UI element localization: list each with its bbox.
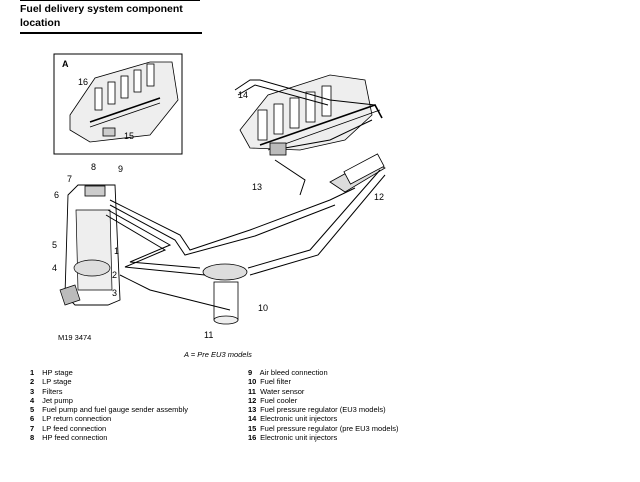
legend-item: 9 Air bleed connection [248, 368, 328, 377]
callout-13: 13 [252, 182, 262, 192]
callout-11: 11 [204, 330, 213, 340]
fuel-lines [105, 79, 386, 311]
legend-item: 7 LP feed connection [30, 423, 107, 433]
legend-right: 9 Air bleed connection 10 Fuel filter 11… [248, 368, 399, 442]
engine-injector-assembly [239, 74, 383, 156]
legend-item: 1 HP stage [30, 368, 73, 377]
callout-6: 6 [54, 190, 59, 200]
legend-item: 13 Fuel pressure regulator (EU3 models) [248, 405, 386, 415]
title-block: Fuel delivery system component location [20, 2, 200, 30]
legend-item: 12 Fuel cooler [248, 395, 298, 405]
callout-3: 3 [112, 288, 117, 298]
legend-item: 11 Water sensor [248, 386, 305, 396]
title-underline [20, 32, 202, 34]
pressure-regulator [269, 142, 287, 156]
legend-item: 4 Jet pump [30, 395, 73, 405]
legend-item: 8 HP feed connection [30, 433, 108, 443]
callout-5: 5 [52, 240, 57, 250]
callout-8: 8 [91, 162, 96, 172]
legend-item: 5 Fuel pump and fuel gauge sender assemb… [30, 405, 189, 415]
callout-2: 2 [112, 270, 117, 280]
diagram-caption: A = Pre EU3 models [184, 350, 252, 359]
callout-4: 4 [52, 263, 57, 273]
title-top-rule [20, 0, 200, 1]
callout-12: 12 [374, 192, 384, 202]
callouts: 1 2 3 4 5 6 7 8 9 10 11 12 13 14 15 16 [52, 77, 384, 340]
callout-10: 10 [258, 303, 268, 313]
legend-item: 2 LP stage [30, 377, 72, 387]
inset-pre-eu3: A [53, 53, 183, 155]
legend-item: 6 LP return connection [30, 414, 112, 424]
legend-left: 1 HP stage 2 LP stage 3 Filters 4 Jet pu… [30, 368, 188, 442]
inset-regulator [102, 127, 116, 137]
legend-item: 14 Electronic unit injectors [248, 414, 338, 424]
legend-item: 16 Electronic unit injectors [248, 433, 338, 443]
callout-9: 9 [118, 164, 123, 174]
legend-item: 10 Fuel filter [248, 377, 291, 387]
callout-16: 16 [78, 77, 88, 87]
fuel-filter [202, 263, 248, 325]
callout-7: 7 [67, 174, 72, 184]
inset-label: A [62, 59, 69, 69]
fuel-cooler [329, 153, 386, 193]
callout-15: 15 [124, 131, 134, 141]
callout-1: 1 [114, 246, 119, 256]
callout-14: 14 [238, 90, 248, 100]
legend-item: 15 Fuel pressure regulator (pre EU3 mode… [248, 423, 399, 433]
fuel-pump-module [59, 184, 121, 306]
legend-item: 3 Filters [30, 386, 63, 396]
inset-injectors [94, 63, 155, 111]
page-title: Fuel delivery system component location [20, 3, 183, 29]
figure-reference: M19 3474 [58, 333, 92, 342]
